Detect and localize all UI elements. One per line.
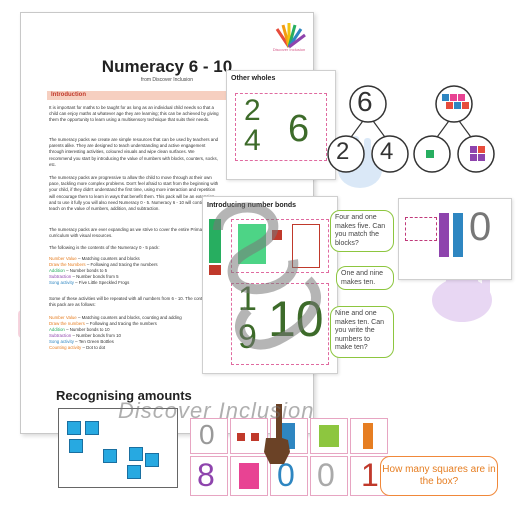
blue-square xyxy=(67,421,81,435)
contents-item: Addition – Number bonds to 5 xyxy=(49,268,108,273)
blue-square xyxy=(127,465,141,479)
introduction-heading: Introduction xyxy=(51,92,86,98)
recognising-heading: Recognising amounts xyxy=(56,388,192,403)
discover-inclusion-logo-icon xyxy=(275,23,306,49)
number-tile xyxy=(350,418,388,454)
question-bubble: How many squares are in the box? xyxy=(380,456,498,496)
red-block xyxy=(209,265,221,275)
number-line-sheet: 0 xyxy=(398,198,512,280)
contents-item: Addition – Number bonds to 10 xyxy=(49,327,110,332)
digit-4: 4 xyxy=(244,124,261,157)
other-wholes-sheet: Other wholes 2 4 6 xyxy=(226,70,336,180)
contents-item: Song activity – Five Little Speckled Fro… xyxy=(49,280,130,285)
speech-bubble: Four and one makes five. Can you match t… xyxy=(330,210,394,252)
other-wholes-heading: Other wholes xyxy=(231,75,276,82)
digit-2: 2 xyxy=(244,94,261,127)
blank-tile xyxy=(292,224,320,268)
bond-part-number: 4 xyxy=(380,138,394,165)
blue-square xyxy=(145,453,159,467)
contents-item: Draw the numbers – Following and tracing… xyxy=(49,321,157,326)
bond-part-number: 2 xyxy=(336,138,350,165)
blue-block xyxy=(453,213,463,257)
speech-bubble: Nine and one makes ten. Can you write th… xyxy=(330,306,394,358)
logo-text: Discover Inclusion xyxy=(272,47,306,52)
number-tile: 8 xyxy=(190,456,228,496)
digit-6: 6 xyxy=(288,108,310,150)
blue-square xyxy=(85,421,99,435)
speech-bubble: One and nine makes ten. xyxy=(336,266,394,290)
contents-item: Number Value – Matching counters and blo… xyxy=(49,256,140,261)
intro-paragraph-1: It is important for maths to be taught f… xyxy=(49,105,219,123)
purple-block xyxy=(439,213,449,257)
blue-square xyxy=(103,449,117,463)
blue-square xyxy=(129,447,143,461)
outline-zero: 0 xyxy=(469,205,492,249)
intro-paragraph-4: The numeracy packs are ever expanding as… xyxy=(49,227,216,239)
contents-item: Counting activity – Dot to dot xyxy=(49,345,106,350)
bond-whole-number: 6 xyxy=(357,86,373,117)
number-bond-diagram xyxy=(327,85,495,173)
blue-square xyxy=(69,439,83,453)
number-tile: 0 xyxy=(310,456,348,496)
intro-paragraph-3: The numeracy packs are progressive to al… xyxy=(49,175,219,212)
number-tile xyxy=(230,418,268,454)
document-title: Numeracy 6 - 10 xyxy=(101,57,233,76)
document-subtitle: from Discover Inclusion xyxy=(141,77,193,83)
intro-paragraph-5: The following is the contents of the Num… xyxy=(49,245,160,250)
introduction-band xyxy=(47,91,309,100)
digit-puzzle-card: 2 4 6 xyxy=(235,93,327,161)
pointing-hand-icon xyxy=(264,404,290,464)
number-tile: 0 xyxy=(270,456,308,496)
number-tile xyxy=(310,418,348,454)
contents-item: Number Value – Matching counters and blo… xyxy=(49,315,182,320)
red-tile xyxy=(272,230,282,240)
contents-item: Subtraction – Number bonds from 10 xyxy=(49,333,122,338)
pink-outline-tile xyxy=(405,217,437,241)
squares-box xyxy=(58,408,178,488)
discover-inclusion-watermark-icon xyxy=(213,202,321,350)
contents-item: Draw the Numbers – Following and tracing… xyxy=(49,262,158,267)
contents-item: Subtraction – Number bonds from 5 xyxy=(49,274,119,279)
number-tile xyxy=(230,456,268,496)
number-tile: 0 xyxy=(190,418,228,454)
intro-paragraph-2: The numeracy packs we create are simple … xyxy=(49,137,219,167)
watermark-text: Discover Inclusion xyxy=(118,398,315,423)
contents-paragraph: Some of these activities will be repeate… xyxy=(49,296,216,308)
contents-item: Song activity – Ten Green Bottles xyxy=(49,339,114,344)
